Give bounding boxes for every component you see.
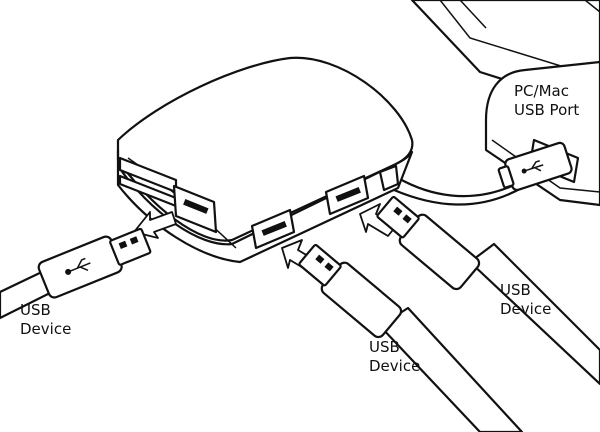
- usb-trident-icon: [521, 160, 544, 174]
- device-label-middle: USB Device: [369, 338, 420, 376]
- computer-port-label-line2: USB Port: [514, 101, 580, 119]
- computer-port-label-line1: PC/Mac: [514, 82, 569, 100]
- device-label-middle-line1: USB: [369, 338, 400, 356]
- device-label-right-line2: Device: [500, 300, 552, 318]
- insert-arrow-icon: [359, 203, 397, 237]
- cable-right: [468, 242, 600, 386]
- computer-plug[interactable]: [496, 141, 573, 194]
- usb-trident-icon: [65, 257, 91, 275]
- usb-plug-right[interactable]: [373, 192, 600, 386]
- hub-cable-exit: [378, 164, 400, 192]
- insert-arrow-icon: [133, 211, 177, 239]
- computer-port-label: PC/Mac USB Port: [514, 82, 579, 120]
- device-label-left-line1: USB: [20, 301, 51, 319]
- device-label-middle-line2: Device: [369, 357, 421, 375]
- device-label-right: USB Device: [500, 281, 551, 319]
- device-label-left: USB Device: [20, 301, 71, 339]
- device-label-right-line1: USB: [500, 281, 531, 299]
- usb-hub: [116, 56, 414, 264]
- usb-plug-left[interactable]: [0, 223, 153, 320]
- usb-plug-middle[interactable]: [295, 240, 524, 432]
- device-label-left-line2: Device: [20, 320, 72, 338]
